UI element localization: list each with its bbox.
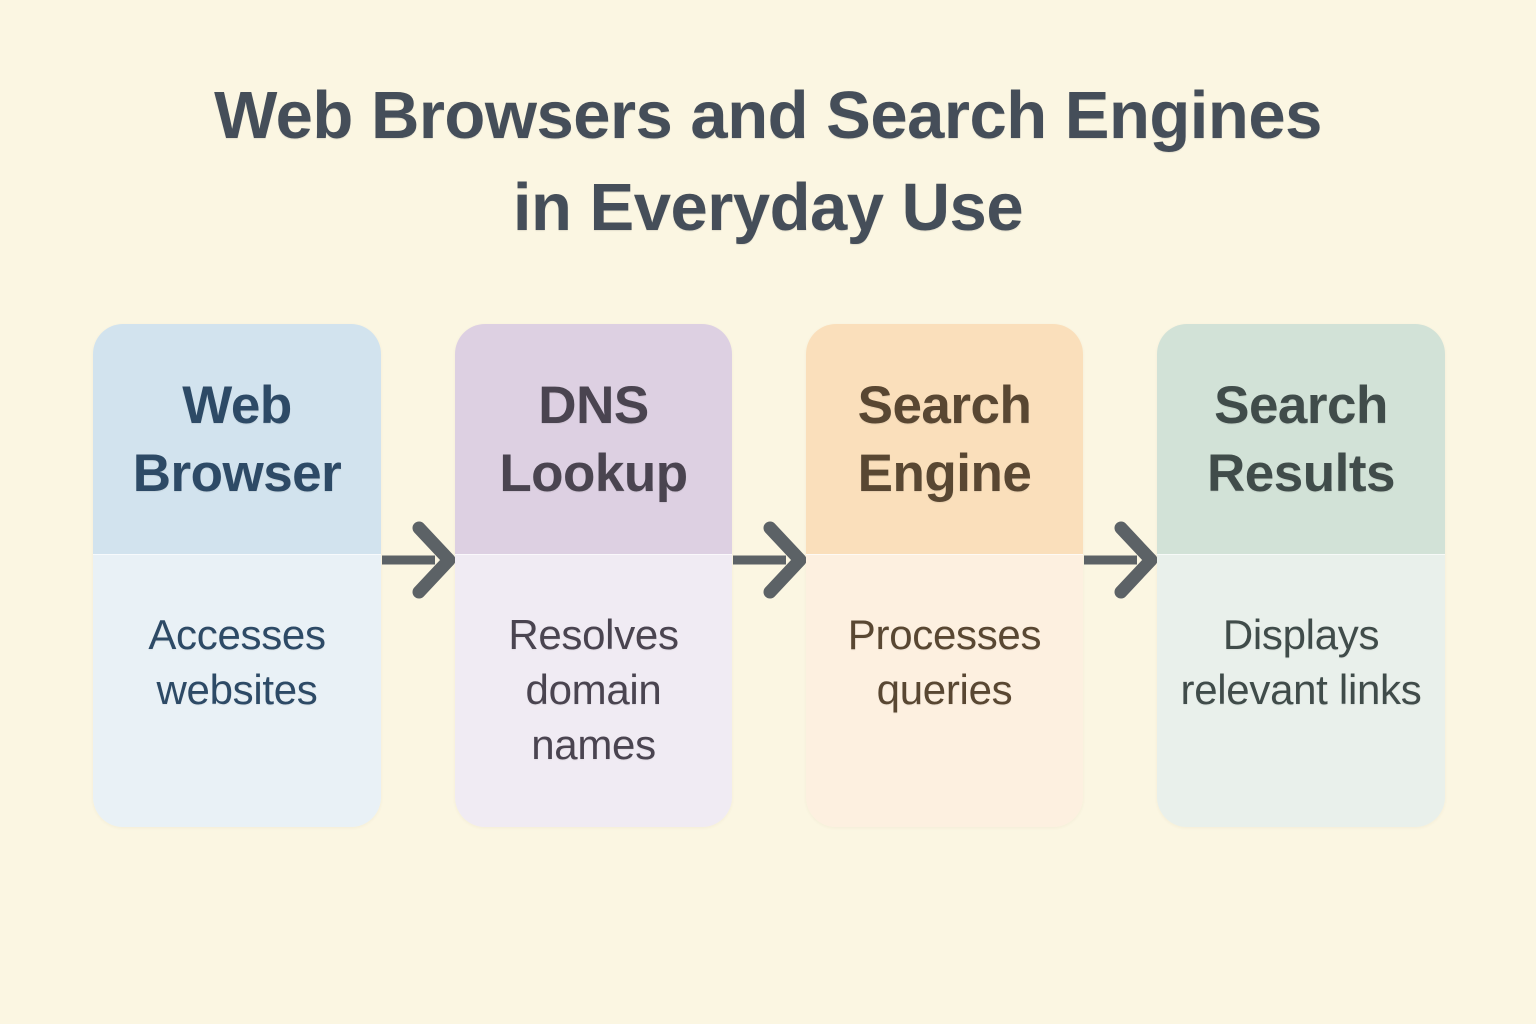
card-title: Search Engine bbox=[857, 376, 1032, 503]
card-header: Search Engine bbox=[806, 324, 1083, 554]
card-header: DNS Lookup bbox=[455, 324, 732, 554]
card-body: Displays relevant links bbox=[1157, 554, 1445, 827]
card-description: Processes queries bbox=[847, 611, 1042, 713]
card-description: Accesses websites bbox=[148, 611, 326, 713]
card-body: Accesses websites bbox=[93, 554, 381, 827]
card-search-engine: Search Engine Processes queries bbox=[806, 324, 1083, 827]
card-header: Web Browser bbox=[93, 324, 381, 554]
card-dns-lookup: DNS Lookup Resolves domain names bbox=[455, 324, 732, 827]
card-body: Resolves domain names bbox=[455, 554, 732, 827]
card-description: Displays relevant links bbox=[1180, 611, 1422, 713]
right-arrow-icon bbox=[733, 521, 807, 599]
page-title-line-1: Web Browsers and Search Engines bbox=[214, 78, 1322, 153]
card-header: Search Results bbox=[1157, 324, 1445, 554]
right-arrow-icon bbox=[382, 521, 456, 599]
card-title: Search Results bbox=[1207, 376, 1395, 503]
page-title-line-2: in Everyday Use bbox=[512, 170, 1024, 245]
card-search-results: Search Results Displays relevant links bbox=[1157, 324, 1445, 827]
page-title: Web Browsers and Search Engines in Every… bbox=[0, 70, 1536, 254]
card-title: DNS Lookup bbox=[499, 376, 688, 503]
card-body: Processes queries bbox=[806, 554, 1083, 827]
right-arrow-icon bbox=[1084, 521, 1158, 599]
card-title: Web Browser bbox=[132, 376, 342, 503]
card-description: Resolves domain names bbox=[508, 611, 679, 768]
card-web-browser: Web Browser Accesses websites bbox=[93, 324, 381, 827]
